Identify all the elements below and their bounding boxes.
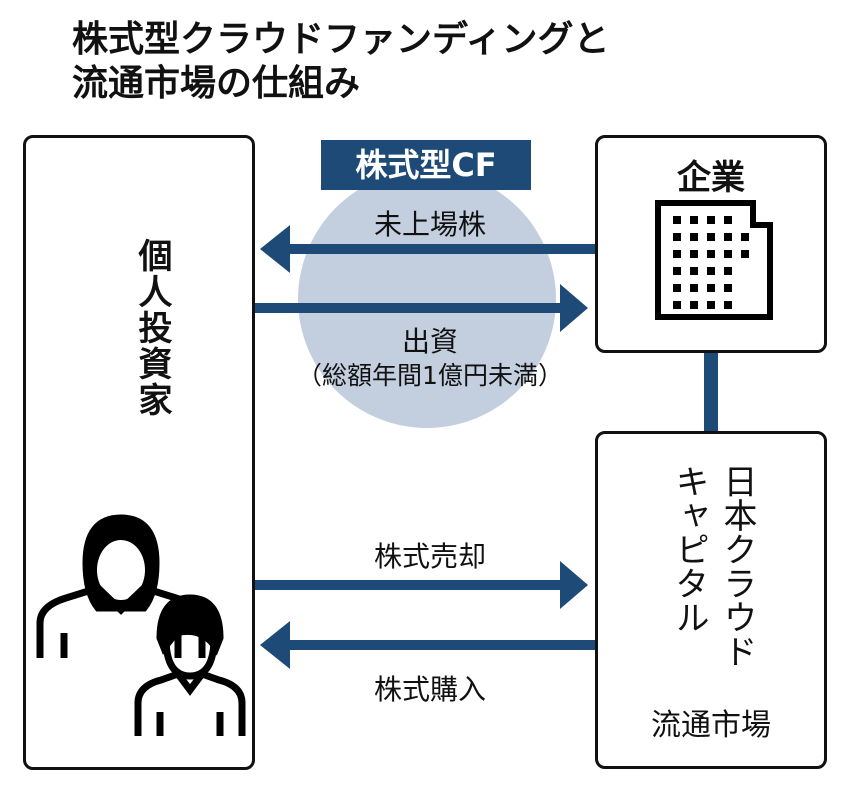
building-window	[724, 216, 732, 224]
company-box: 企業	[595, 135, 827, 353]
building-window	[690, 216, 698, 224]
arrow-share-purchase	[260, 621, 595, 669]
building-window	[707, 216, 715, 224]
building-window	[724, 233, 732, 241]
building-window	[673, 250, 681, 258]
building-window	[673, 267, 681, 275]
building-window	[690, 233, 698, 241]
flow-label-unlisted-shares: 未上場株	[373, 208, 486, 241]
building-window	[724, 301, 732, 309]
building-window	[724, 284, 732, 292]
market-name-col1: 日本クラウド	[717, 464, 757, 668]
building-window	[707, 250, 715, 258]
market-name-col2: キャピタル	[669, 464, 709, 634]
building-window	[724, 250, 732, 258]
people-icon	[36, 514, 246, 736]
arrow-share-sale	[255, 561, 588, 609]
company-market-connector	[704, 353, 718, 431]
building-window	[707, 301, 715, 309]
arrow-unlisted-shares	[260, 225, 595, 273]
building-window	[724, 267, 732, 275]
man-figure-icon	[134, 594, 246, 736]
building-window	[707, 233, 715, 241]
market-box: 日本クラウドキャピタル 流通市場	[595, 431, 827, 769]
building-window	[741, 233, 749, 241]
woman-figure-icon	[36, 514, 206, 658]
diagram-title: 株式型クラウドファンディングと 流通市場の仕組み	[72, 18, 609, 106]
flow-note-investment: （総額年間1億円未満）	[297, 361, 563, 390]
company-label: 企業	[677, 158, 745, 198]
cf-circle-background	[298, 170, 556, 428]
title-line-1: 株式型クラウドファンディングと	[72, 19, 610, 60]
building-window	[707, 267, 715, 275]
building-window	[690, 284, 698, 292]
flow-label-investment: 出資	[401, 325, 458, 358]
building-window	[707, 284, 715, 292]
market-name: 日本クラウドキャピタル	[668, 464, 758, 766]
investor-label: 個人投資家	[132, 238, 172, 418]
investor-box: 個人投資家	[23, 135, 255, 770]
flow-label-share-sale: 株式売却	[373, 540, 486, 573]
building-window	[690, 267, 698, 275]
title-line-2: 流通市場の仕組み	[72, 63, 361, 104]
building-window	[690, 250, 698, 258]
building-icon	[655, 200, 773, 320]
cf-badge: 株式型CF	[321, 140, 531, 190]
market-sub-label: 流通市場	[651, 708, 771, 743]
arrow-investment	[255, 284, 588, 332]
building-window	[690, 301, 698, 309]
building-window	[673, 233, 681, 241]
building-window	[673, 284, 681, 292]
building-window	[673, 301, 681, 309]
building-window	[673, 216, 681, 224]
building-window	[741, 250, 749, 258]
flow-label-share-purchase: 株式購入	[373, 673, 486, 706]
